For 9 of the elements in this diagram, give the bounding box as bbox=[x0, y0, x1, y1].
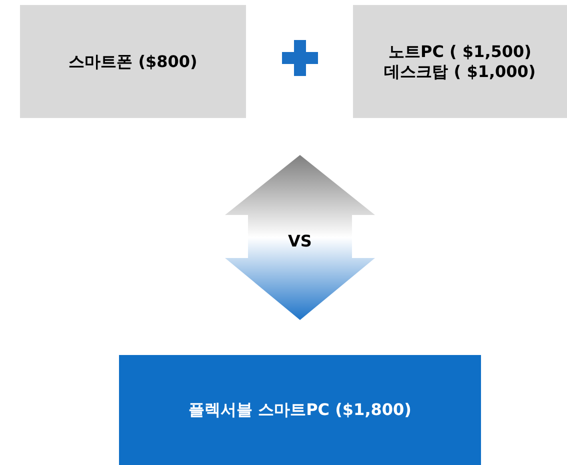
price-text: 플렉서블 스마트PC ($1,800) bbox=[188, 400, 412, 420]
double-arrow bbox=[225, 155, 375, 320]
price-box bbox=[20, 5, 246, 118]
price-box bbox=[119, 355, 481, 465]
price-text: 노트PC ( $1,500) bbox=[388, 42, 532, 62]
price-box bbox=[353, 5, 567, 118]
price-text: 데스크탑 ( $1,000) bbox=[384, 62, 536, 82]
edge-label: VS bbox=[288, 231, 312, 250]
price-text: 스마트폰 ($800) bbox=[68, 52, 198, 72]
